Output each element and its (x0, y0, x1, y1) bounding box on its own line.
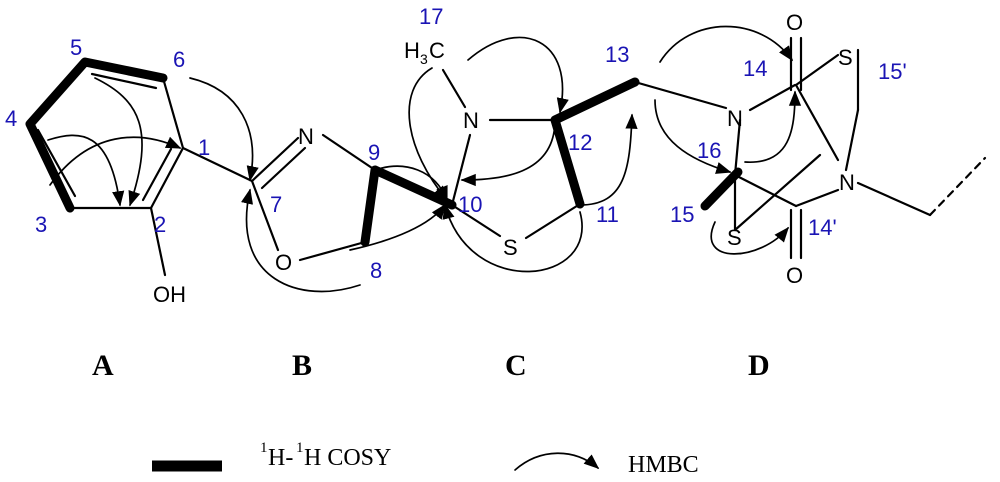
bond-n-ethyl (856, 181, 932, 217)
bond-c7-n (250, 136, 300, 183)
bond-o-c8 (298, 240, 367, 262)
locant-9: 9 (368, 140, 380, 165)
locant-1: 1 (198, 135, 210, 160)
locant-14-prime: 14' (808, 215, 837, 240)
bond-c15p-n (844, 108, 860, 172)
bond-c6-c1 (161, 76, 185, 150)
atom-s-top: S (838, 45, 853, 70)
locant-15-prime: 15' (878, 59, 907, 84)
bond-s-c11 (524, 202, 582, 240)
hmbc-h5-c2 (94, 77, 143, 207)
atom-n-dkp-1: N (727, 106, 743, 131)
atom-s-ring-c: S (503, 235, 518, 260)
locant-labels: 1 2 3 4 5 6 7 8 9 10 11 12 13 14 14' 15 … (5, 4, 907, 283)
legend-cosy-label: H COSY (304, 445, 391, 471)
bond-c14-n2 (794, 83, 840, 162)
bond-cross (733, 153, 822, 232)
bond-c5-c6-inner (90, 72, 158, 90)
locant-5: 5 (70, 35, 82, 60)
atom-n-methyl: N (463, 108, 479, 133)
hmbc-h11-c10 (442, 203, 583, 273)
hmbc-h17-c10 (408, 67, 448, 202)
bond-c10-s (450, 203, 502, 238)
atom-o-top: O (786, 10, 803, 35)
locant-3: 3 (35, 212, 47, 237)
locant-4: 4 (5, 106, 17, 131)
atom-o-bottom: O (786, 263, 803, 288)
ring-b-structure (181, 133, 457, 262)
hmbc-h17-c12 (467, 36, 569, 114)
hmbc-h15-c14p (710, 221, 789, 255)
atom-s-bottom: S (727, 225, 742, 250)
atom-hydroxyl: OH (153, 282, 186, 307)
bond-c14-s (794, 53, 840, 87)
legend-hmbc-arrow (514, 452, 600, 471)
ring-label-b: B (292, 349, 312, 382)
hmbc-h16-c14 (744, 90, 802, 163)
ring-labels: A B C D (92, 349, 770, 382)
ring-label-d: D (748, 349, 770, 382)
locant-10: 10 (458, 192, 482, 217)
hmbc-h8-c10 (349, 203, 446, 251)
locant-11: 11 (596, 202, 619, 227)
ring-label-a: A (92, 349, 114, 382)
bond-c13-n (633, 80, 728, 110)
hmbc-arrows (47, 25, 802, 293)
hmbc-h8-c7 (241, 188, 361, 293)
ring-d-structure (633, 36, 987, 260)
cosy-ring-a (25, 57, 168, 213)
locant-12: 12 (568, 130, 592, 155)
bond-c7-o (250, 179, 280, 252)
bond-n-c9 (321, 133, 377, 172)
bond-c1-c2 (149, 146, 185, 210)
ring-label-c: C (505, 349, 527, 382)
bond-c16-n (733, 118, 742, 177)
legend-hmbc-label: HMBC (628, 452, 699, 478)
bond-c2-oh (149, 206, 167, 277)
atom-n-oxazoline: N (298, 124, 314, 149)
atom-h3c-c: C (429, 38, 445, 63)
locant-13: 13 (605, 42, 629, 67)
bond-n-ch3 (441, 68, 467, 109)
locant-2: 2 (154, 212, 166, 237)
hmbc-h11-c13 (579, 113, 638, 206)
bond-c14p-c16 (733, 173, 798, 208)
legend-cosy-h1: H- (268, 445, 293, 471)
legend-cosy-sup-1: 1 (260, 440, 268, 456)
bond-c1-c7 (181, 146, 254, 183)
bond-ethyl-dashed (928, 156, 987, 217)
bond-c3-c4-inner (36, 128, 77, 198)
ring-a-structure (25, 57, 185, 277)
atom-h3c-h: H (404, 38, 420, 63)
bond-c7-n-double (260, 146, 307, 190)
cosy-ring-d (700, 167, 743, 211)
atom-o-oxazoline: O (275, 250, 292, 275)
cosy-ring-c (550, 77, 640, 209)
bond-n2-c14p (794, 188, 840, 208)
atom-h3c-sub: 3 (420, 51, 428, 67)
legend: 1 H- 1 H COSY HMBC (152, 440, 699, 478)
locant-6: 6 (173, 47, 185, 72)
hmbc-h6-c7 (189, 77, 259, 182)
locant-14: 14 (743, 56, 767, 81)
hmbc-h3-c1 (49, 136, 182, 186)
locant-15: 15 (670, 202, 694, 227)
hmbc-h12-c10 (460, 119, 556, 187)
atom-n-dkp-2: N (839, 170, 855, 195)
locant-17: 17 (419, 4, 443, 29)
hmbc-h13-c14 (659, 25, 793, 63)
locant-8: 8 (370, 258, 382, 283)
bond-n-c14 (748, 83, 797, 112)
bond-c10-n (450, 133, 472, 207)
legend-cosy-sup-2: 1 (296, 440, 304, 456)
hmbc-h13-c16 (654, 99, 732, 174)
atom-labels: N O OH N H 3 C S N N S S O O (153, 10, 855, 307)
locant-7: 7 (270, 192, 282, 217)
hmbc-h4-c2 (47, 134, 125, 207)
locant-16: 16 (697, 138, 721, 163)
bond-c1-c2-inner (141, 147, 173, 202)
